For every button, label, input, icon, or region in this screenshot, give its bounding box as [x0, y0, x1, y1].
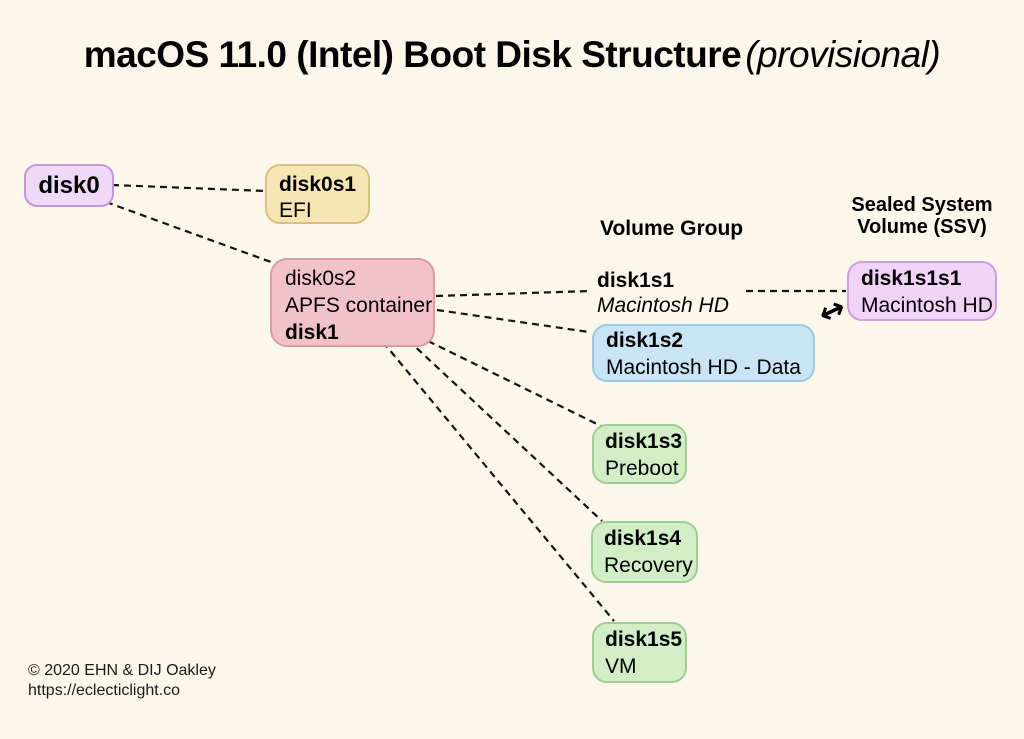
node-disk0s1-desc: EFI	[279, 199, 312, 222]
connector-apfs-disk1s3	[427, 340, 602, 427]
node-disk1s4-label: disk1s4	[604, 527, 682, 550]
node-disk1s2-desc: Macintosh HD - Data	[606, 356, 801, 379]
ssv-heading: Sealed System Volume (SSV)	[845, 194, 999, 238]
node-disk1s2: disk1s2 Macintosh HD - Data	[592, 324, 815, 382]
node-disk0s1: disk0s1 EFI	[265, 164, 370, 224]
node-disk1s1s1-label: disk1s1s1	[861, 267, 962, 290]
node-apfs-line2: APFS container	[285, 294, 433, 317]
connector-disk0-apfs	[105, 200, 272, 264]
node-disk1s3-desc: Preboot	[605, 457, 679, 480]
node-disk0: disk0	[24, 164, 114, 207]
node-disk1s1-label: disk1s1	[597, 269, 675, 292]
title-provisional-text: (provisional)	[745, 34, 941, 75]
node-apfs-container: disk0s2 APFS container disk1	[270, 258, 435, 347]
node-disk1s2-label: disk1s2	[606, 329, 684, 352]
node-disk0-label: disk0	[38, 172, 100, 199]
node-disk1s3-label: disk1s3	[605, 430, 683, 453]
node-disk1s1s1-desc: Macintosh HD	[861, 294, 993, 317]
connector-disk0-disk0s1	[111, 183, 267, 193]
node-disk1s4: disk1s4 Recovery	[591, 521, 698, 583]
page-title: macOS 11.0 (Intel) Boot Disk Structure(p…	[0, 34, 1024, 76]
connector-apfs-disk1s5	[382, 341, 615, 622]
ssv-heading-line1: Sealed System	[851, 194, 993, 216]
footer: © 2020 EHN & DIJ Oakley https://eclectic…	[28, 661, 216, 701]
node-disk1s5-desc: VM	[605, 655, 637, 678]
connector-apfs-disk1s2	[436, 308, 590, 334]
title-main-text: macOS 11.0 (Intel) Boot Disk Structure	[83, 34, 742, 75]
node-disk1s1-desc: Macintosh HD	[597, 294, 729, 317]
node-apfs-line3: disk1	[285, 321, 339, 344]
node-apfs-line1: disk0s2	[285, 267, 357, 290]
ssv-heading-line2: Volume (SSV)	[857, 216, 987, 238]
copyright-text: © 2020 EHN & DIJ Oakley	[28, 662, 216, 679]
node-disk1s1s1: disk1s1s1 Macintosh HD	[847, 261, 997, 321]
node-disk1s1: disk1s1 Macintosh HD	[597, 268, 729, 318]
node-disk1s5-label: disk1s5	[605, 628, 683, 651]
node-disk1s3: disk1s3 Preboot	[592, 424, 687, 484]
volume-group-heading: Volume Group	[600, 217, 744, 240]
connector-apfs-disk1s1	[435, 289, 592, 298]
node-disk1s4-desc: Recovery	[604, 554, 693, 577]
node-disk1s5: disk1s5 VM	[592, 622, 687, 683]
node-disk0s1-label: disk0s1	[279, 173, 357, 196]
connector-apfs-disk1s4	[407, 339, 603, 522]
site-url-text: https://eclecticlight.co	[28, 682, 181, 699]
